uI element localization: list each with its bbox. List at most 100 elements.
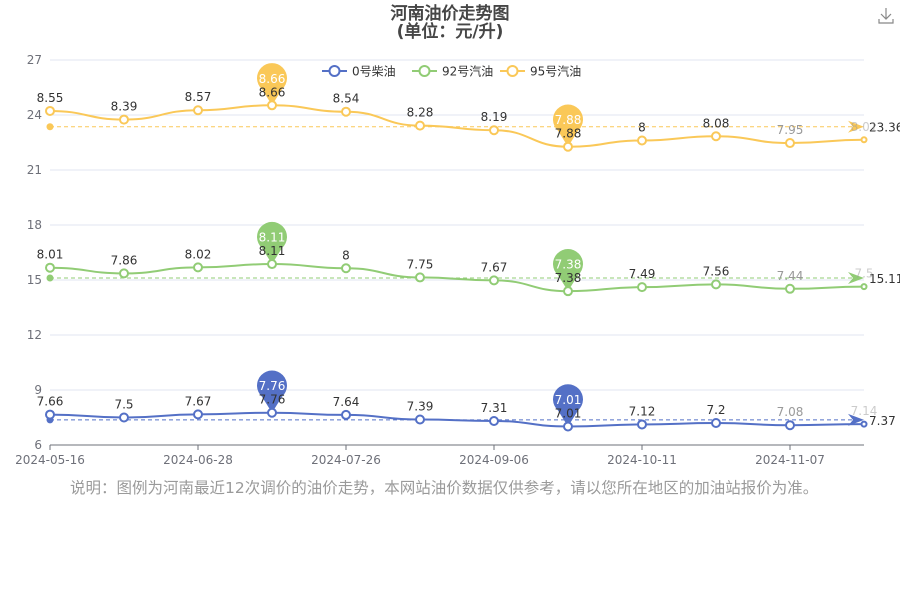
- data-label: 7.86: [111, 253, 138, 267]
- min-pin-label: 7.38: [555, 258, 582, 272]
- data-label: 7.67: [185, 394, 212, 408]
- chart-subtitle: (单位：元/升): [396, 22, 504, 42]
- min-pin-label: 7.01: [555, 393, 582, 407]
- data-label: 7.01: [555, 406, 582, 420]
- data-point: [119, 114, 129, 125]
- data-point: [45, 409, 55, 420]
- x-tick-label: 2024-09-06: [459, 453, 529, 467]
- data-label: 7.08: [777, 405, 804, 419]
- data-point: [267, 100, 277, 111]
- data-label: 8.01: [851, 120, 878, 134]
- data-label: 8: [342, 248, 350, 262]
- data-label: 7.56: [703, 264, 730, 278]
- legend-label[interactable]: 95号汽油: [530, 64, 581, 79]
- series-line-2: [49, 104, 865, 148]
- legend-label[interactable]: 92号汽油: [442, 64, 493, 79]
- data-point: [489, 415, 499, 426]
- x-tick-label: 2024-10-11: [607, 453, 677, 467]
- data-label: 7.38: [555, 271, 582, 285]
- average-arrow-icon: [848, 271, 864, 284]
- data-label: 8.19: [481, 110, 508, 124]
- y-tick-label: 18: [27, 218, 42, 232]
- max-pin-label: 8.11: [259, 231, 286, 245]
- data-label: 7.5: [114, 398, 133, 412]
- max-pin-label: 7.76: [259, 379, 286, 393]
- data-point: [637, 135, 647, 146]
- data-point: [860, 420, 868, 428]
- footnote: 说明：图例为河南最近12次调价的油价走势，本网站油价数据仅供参考，请以您所在地区…: [70, 479, 819, 497]
- data-label: 8.28: [407, 106, 434, 120]
- data-point: [341, 409, 351, 420]
- data-label: 7.5: [854, 267, 873, 281]
- legend-marker-1: [418, 65, 431, 77]
- x-tick-label: 2024-11-07: [755, 453, 825, 467]
- data-label: 8.11: [259, 244, 286, 258]
- data-point: [415, 414, 425, 425]
- data-point: [637, 282, 647, 293]
- average-arrow-icon: [848, 120, 864, 133]
- y-tick-label: 6: [34, 438, 42, 452]
- data-point: [45, 262, 55, 273]
- data-point: [415, 272, 425, 283]
- y-tick-label: 15: [27, 273, 42, 287]
- data-label: 7.2: [706, 403, 725, 417]
- data-label: 7.67: [481, 260, 508, 274]
- data-label: 7.12: [629, 404, 656, 418]
- data-point: [193, 409, 203, 420]
- y-tick-label: 9: [34, 383, 42, 397]
- data-point: [489, 275, 499, 286]
- data-point: [711, 279, 721, 290]
- data-label: 8.54: [333, 92, 360, 106]
- average-label: 15.11: [869, 272, 900, 286]
- x-tick-label: 2024-06-28: [163, 453, 233, 467]
- x-tick-label: 2024-05-16: [15, 453, 85, 467]
- data-point: [45, 105, 55, 116]
- data-point: [415, 120, 425, 131]
- data-point: [193, 262, 203, 273]
- data-label: 8.01: [37, 248, 64, 262]
- data-label: 8.57: [185, 90, 212, 104]
- data-point: [860, 136, 868, 144]
- max-pin-icon: [257, 221, 287, 265]
- data-point: [860, 283, 868, 291]
- data-label: 7.75: [407, 257, 434, 271]
- min-pin-icon: [553, 249, 584, 292]
- download-button[interactable]: [876, 6, 896, 26]
- average-label: 23.36: [869, 121, 900, 135]
- data-point: [489, 125, 499, 136]
- max-pin-icon: [257, 63, 287, 106]
- data-point: [563, 421, 573, 432]
- data-label: 8.39: [111, 100, 138, 114]
- series-line-1: [49, 263, 865, 293]
- data-label: 7.49: [629, 267, 656, 281]
- average-arrow-icon: [848, 413, 864, 426]
- y-tick-label: 12: [27, 328, 42, 342]
- y-tick-label: 21: [27, 163, 42, 177]
- max-pin-icon: [257, 370, 287, 413]
- data-label: 7.66: [37, 395, 64, 409]
- average-start-dot: [46, 123, 54, 131]
- legend-label[interactable]: 0号柴油: [352, 65, 396, 79]
- average-start-dot: [46, 274, 54, 282]
- data-point: [711, 131, 721, 142]
- data-label: 7.76: [259, 393, 286, 407]
- legend-marker-2: [506, 65, 519, 77]
- data-label: 7.14: [851, 404, 878, 418]
- legend-marker-0: [328, 65, 341, 77]
- data-label: 7.95: [777, 123, 804, 137]
- data-label: 7.64: [333, 395, 360, 409]
- data-label: 8.02: [185, 247, 212, 261]
- y-tick-label: 27: [27, 53, 42, 67]
- min-pin-icon: [553, 384, 584, 427]
- data-point: [637, 419, 647, 430]
- data-point: [711, 418, 721, 428]
- data-point: [785, 283, 795, 294]
- download-icon: [878, 8, 894, 24]
- min-pin-icon: [553, 104, 583, 147]
- data-point: [267, 407, 277, 418]
- data-point: [563, 286, 573, 297]
- data-label: 8: [638, 120, 646, 134]
- data-label: 7.31: [481, 401, 508, 415]
- min-pin-label: 7.88: [555, 113, 582, 127]
